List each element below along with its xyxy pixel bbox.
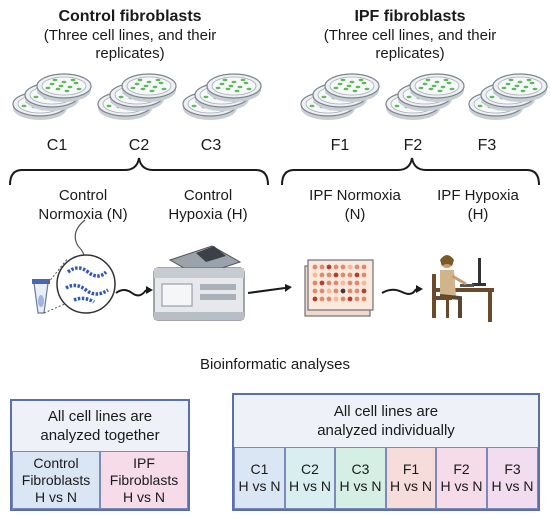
individual-cell-c1: C1 H vs N: [234, 447, 285, 509]
individual-cell-c3: C3 H vs N: [335, 447, 386, 509]
together-cell-control-line2: Fibroblasts: [21, 471, 91, 488]
together-cell-control: Control Fibroblasts H vs N: [12, 451, 100, 509]
individual-cell-c1-line2: H vs N: [238, 478, 281, 494]
arrow-2-icon: [247, 284, 292, 294]
individual-cell-c1-line1: C1: [250, 461, 269, 477]
dish-stack-f3: [469, 74, 547, 120]
control-group-subtitle-2: replicates): [95, 45, 165, 62]
ipf-group-title: IPF fibroblasts: [354, 8, 466, 25]
control-hypoxia-line1: Control: [183, 187, 233, 204]
together-cell-ipf-line1: IPF: [133, 454, 155, 471]
control-hypoxia-line2: Hypoxia (H): [168, 206, 248, 223]
together-header-line2: analyzed together: [40, 427, 160, 444]
plate-heatmap-icon: [304, 259, 374, 317]
dish-stack-c3: [183, 74, 261, 120]
cell-line-label-c3: C3: [200, 137, 222, 154]
together-cell-ipf-line2: Fibroblasts: [109, 471, 179, 488]
ipf-normoxia-line1: IPF Normoxia: [309, 187, 401, 204]
ipf-group-subtitle-1: (Three cell lines, and their: [323, 27, 497, 44]
individual-cell-f3-line2: H vs N: [491, 478, 534, 494]
cell-line-label-f1: F1: [330, 137, 350, 154]
individual-header-line2: analyzed individually: [317, 422, 455, 439]
ipf-group-subtitle-2: replicates): [375, 45, 445, 62]
together-cell-ipf-line3: H vs N: [123, 488, 165, 505]
researcher-at-computer-icon: [432, 255, 494, 322]
cell-line-label-c1: C1: [46, 137, 68, 154]
ipf-hypoxia-label: IPF Hypoxia (H): [418, 186, 538, 224]
arrow-3-icon: [381, 285, 423, 295]
sequencer-icon: [153, 245, 245, 321]
control-group-subtitle-1: (Three cell lines, and their: [43, 27, 217, 44]
bioinformatic-analyses-label: Bioinformatic analyses: [199, 356, 351, 373]
together-header-line1: All cell lines are: [47, 408, 153, 425]
individual-cell-f1: F1 H vs N: [386, 447, 436, 509]
control-normoxia-line2: Normoxia (N): [38, 206, 128, 223]
individual-cell-f2-line2: H vs N: [440, 478, 483, 494]
arrow-1-icon: [115, 286, 153, 297]
ipf-brace: [281, 157, 540, 186]
individual-cell-c2-line1: C2: [301, 461, 319, 477]
dish-stack-f2: [386, 74, 464, 120]
individual-cell-f2: F2 H vs N: [436, 447, 487, 509]
together-cell-control-line1: Control: [33, 454, 79, 471]
individual-cell-f1-line1: F1: [402, 461, 420, 477]
together-analysis-box: All cell lines are analyzed together Con…: [10, 399, 190, 511]
cell-line-label-f2: F2: [403, 137, 423, 154]
dish-stack-c2: [98, 74, 176, 120]
together-header: All cell lines are analyzed together: [12, 401, 188, 451]
ipf-normoxia-line2: (N): [344, 206, 366, 223]
individual-cell-f1-line2: H vs N: [390, 478, 432, 494]
individual-header-line1: All cell lines are: [333, 403, 439, 420]
control-normoxia-label: Control Normoxia (N): [18, 186, 148, 224]
dish-stack-f1: [301, 74, 379, 120]
cell-line-label-f3: F3: [477, 137, 497, 154]
control-brace: [9, 157, 269, 186]
ipf-hypoxia-line1: IPF Hypoxia: [437, 187, 519, 204]
together-cell-control-line3: H vs N: [35, 488, 77, 505]
individual-header: All cell lines are analyzed individually: [234, 395, 538, 447]
individual-cell-f3-line1: F3: [504, 461, 521, 477]
control-group-title: Control fibroblasts: [58, 8, 202, 25]
individual-cell-f3: F3 H vs N: [487, 447, 538, 509]
ipf-normoxia-label: IPF Normoxia (N): [290, 186, 420, 224]
rna-extraction-icon: [32, 219, 116, 314]
ipf-hypoxia-line2: (H): [467, 206, 489, 223]
together-cell-ipf: IPF Fibroblasts H vs N: [100, 451, 188, 509]
control-hypoxia-label: Control Hypoxia (H): [148, 186, 268, 224]
dish-stack-c1: [13, 74, 91, 120]
cell-line-label-c2: C2: [128, 137, 150, 154]
individual-cell-f2-line1: F2: [453, 461, 470, 477]
individual-cell-c2-line2: H vs N: [289, 478, 331, 494]
control-normoxia-line1: Control: [58, 187, 108, 204]
individual-cell-c2: C2 H vs N: [285, 447, 335, 509]
individual-cell-c3-line2: H vs N: [339, 478, 382, 494]
individual-analysis-box: All cell lines are analyzed individually…: [232, 393, 540, 511]
individual-cell-c3-line1: C3: [351, 461, 370, 477]
